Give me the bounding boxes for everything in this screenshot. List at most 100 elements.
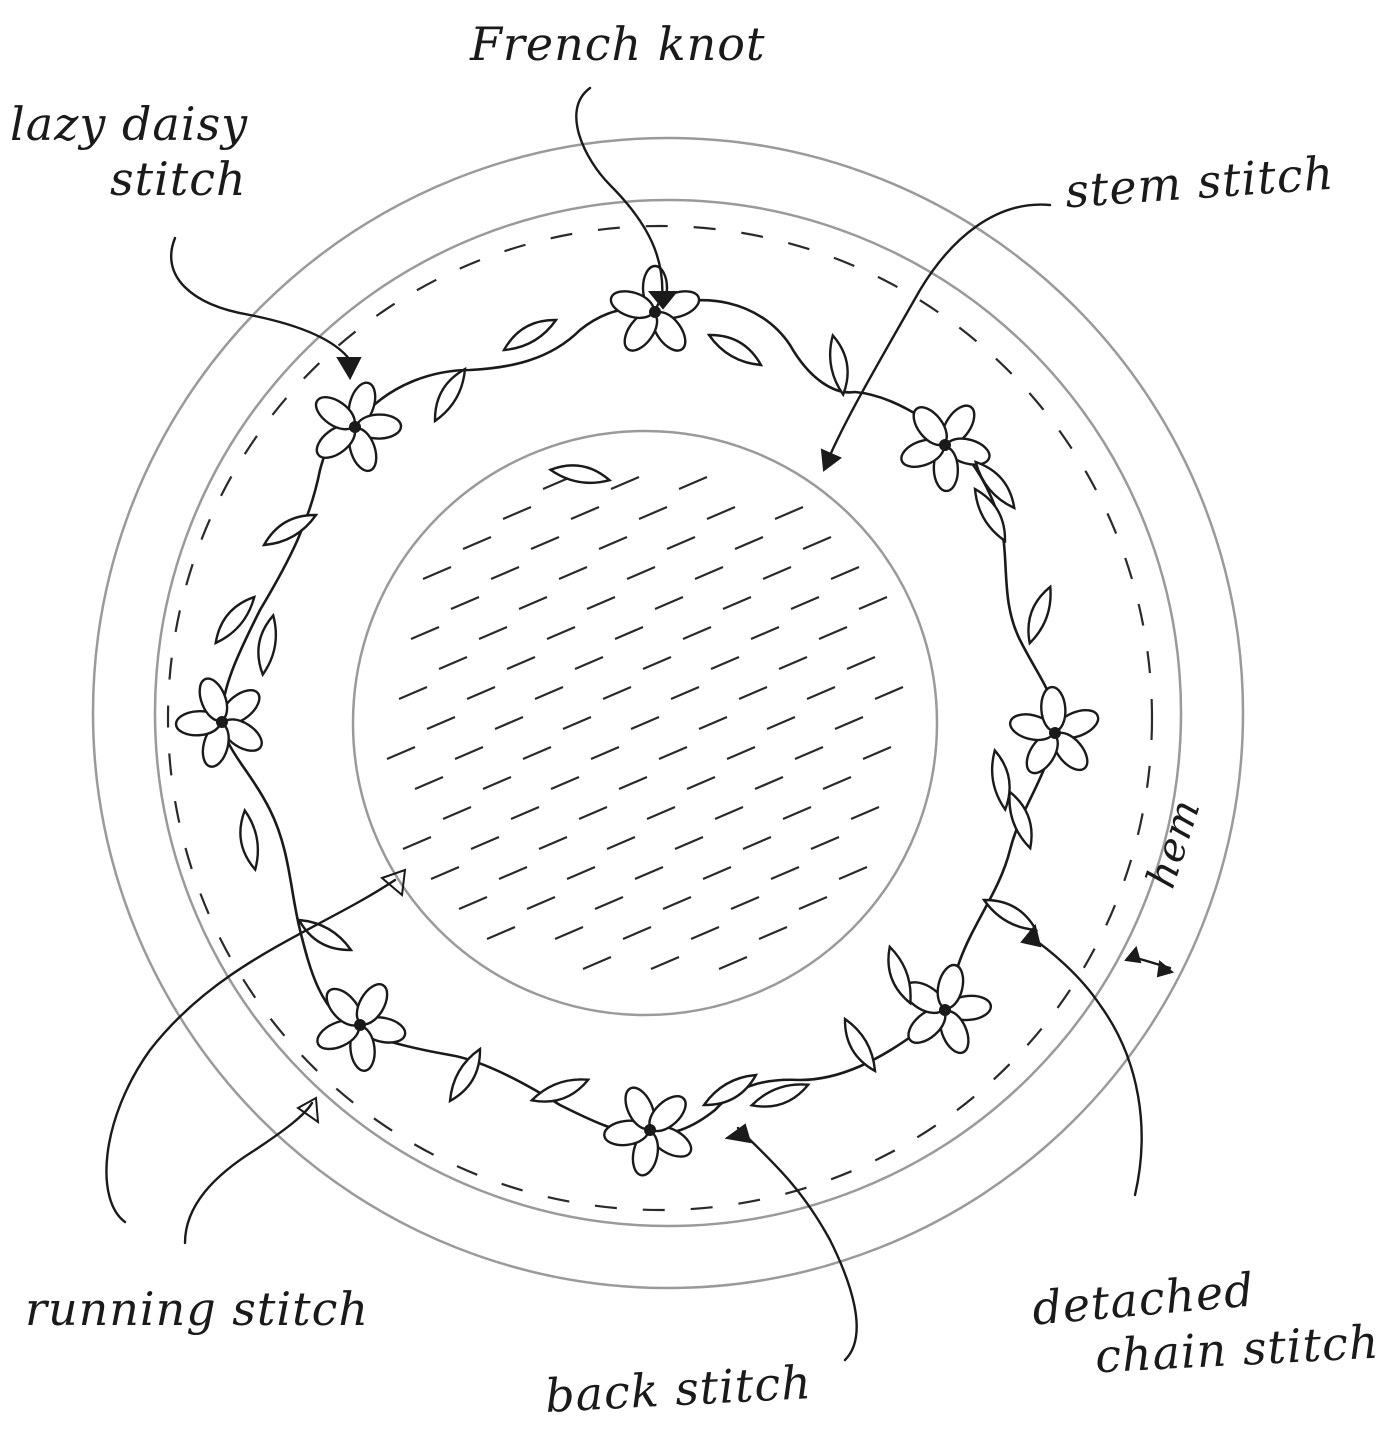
flower — [175, 675, 267, 770]
leaf — [209, 591, 260, 647]
leaf — [1021, 584, 1057, 646]
inner-dash — [439, 657, 467, 669]
flower — [608, 266, 703, 356]
inner-dash — [659, 747, 687, 759]
inner-dash — [583, 957, 611, 969]
inner-dash — [699, 717, 727, 729]
leaf — [236, 809, 262, 871]
inner-dash — [559, 567, 587, 579]
inner-dash — [547, 627, 575, 639]
inner-dash — [859, 597, 887, 609]
leaf — [881, 944, 917, 1006]
inner-dash — [411, 627, 439, 639]
inner-dash — [487, 927, 515, 939]
inner-dash — [587, 597, 615, 609]
inner-dash — [399, 687, 427, 699]
inner-dash — [507, 657, 535, 669]
inner-dash — [847, 657, 875, 669]
arrow-hem-left — [1126, 948, 1140, 962]
inner-dash — [579, 807, 607, 819]
flower — [898, 400, 993, 491]
leaf — [260, 507, 320, 551]
inner-dash — [499, 867, 527, 879]
inner-dash — [791, 597, 819, 609]
inner-dash — [431, 867, 459, 879]
leaf — [254, 614, 280, 676]
inner-dash — [531, 537, 559, 549]
inner-dash — [451, 597, 479, 609]
inner-dash — [643, 657, 671, 669]
inner-dash — [675, 837, 703, 849]
inner-dash — [755, 777, 783, 789]
inner-dash — [727, 747, 755, 759]
inner-dash — [471, 837, 499, 849]
inner-dash — [599, 537, 627, 549]
inner-dash — [603, 687, 631, 699]
inner-dash — [655, 597, 683, 609]
inner-dash — [519, 597, 547, 609]
inner-dash — [767, 717, 795, 729]
inner-dash — [551, 777, 579, 789]
inner-dash — [663, 897, 691, 909]
inner-dash — [415, 777, 443, 789]
inner-dash — [679, 477, 707, 489]
inner-dash — [503, 507, 531, 519]
inner-dash — [723, 597, 751, 609]
inner-dash — [807, 687, 835, 699]
inner-dash — [671, 687, 699, 699]
french-knot-center — [649, 306, 661, 318]
inner-dash — [615, 627, 643, 639]
inner-dash — [443, 807, 471, 819]
inner-dash — [691, 927, 719, 939]
inner-dash-fill — [387, 477, 903, 969]
french-knot-center — [1049, 727, 1061, 739]
inner-dash — [571, 507, 599, 519]
inner-dash — [799, 897, 827, 909]
inner-dash — [735, 537, 763, 549]
inner-dash — [715, 807, 743, 819]
inner-dash — [635, 867, 663, 879]
inner-dash — [795, 747, 823, 759]
label-lazy-daisy-line2: stitch — [110, 155, 247, 203]
french-knot-center — [349, 421, 361, 433]
inner-dash — [479, 627, 507, 639]
inner-dash — [647, 807, 675, 819]
inner-dash — [567, 867, 595, 879]
leader-detached-chain — [1028, 935, 1142, 1195]
inner-dash — [563, 717, 591, 729]
inner-dash — [555, 927, 583, 939]
label-back-stitch: back stitch — [544, 1358, 813, 1420]
inner-dash — [719, 957, 747, 969]
inner-dash — [731, 897, 759, 909]
inner-dash — [387, 747, 415, 759]
inner-dash — [751, 627, 779, 639]
inner-dash — [591, 747, 619, 759]
inner-dash — [779, 657, 807, 669]
arrow-lazy-daisy — [338, 358, 360, 378]
inner-dash — [863, 747, 891, 759]
inner-dash — [639, 507, 667, 519]
inner-dash — [527, 897, 555, 909]
inner-dash — [839, 867, 867, 879]
inner-dash — [403, 837, 431, 849]
inner-dash — [687, 777, 715, 789]
inner-dash — [631, 717, 659, 729]
inner-dash — [683, 627, 711, 639]
inner-dash — [427, 717, 455, 729]
leaf — [706, 327, 766, 371]
inner-dash — [711, 657, 739, 669]
arrow-hem-right — [1158, 962, 1172, 976]
inner-dash — [759, 927, 787, 939]
hem-circle — [155, 200, 1181, 1226]
inner-dash — [695, 567, 723, 579]
french-knot-center — [939, 1004, 951, 1016]
inner-dash — [495, 717, 523, 729]
french-knot-center — [644, 1124, 656, 1136]
label-lazy-daisy-line1: lazy daisy — [10, 100, 248, 148]
inner-dash — [595, 897, 623, 909]
inner-dash — [459, 897, 487, 909]
french-knot-center — [939, 439, 951, 451]
inner-dash — [851, 807, 879, 819]
inner-dash — [703, 867, 731, 879]
